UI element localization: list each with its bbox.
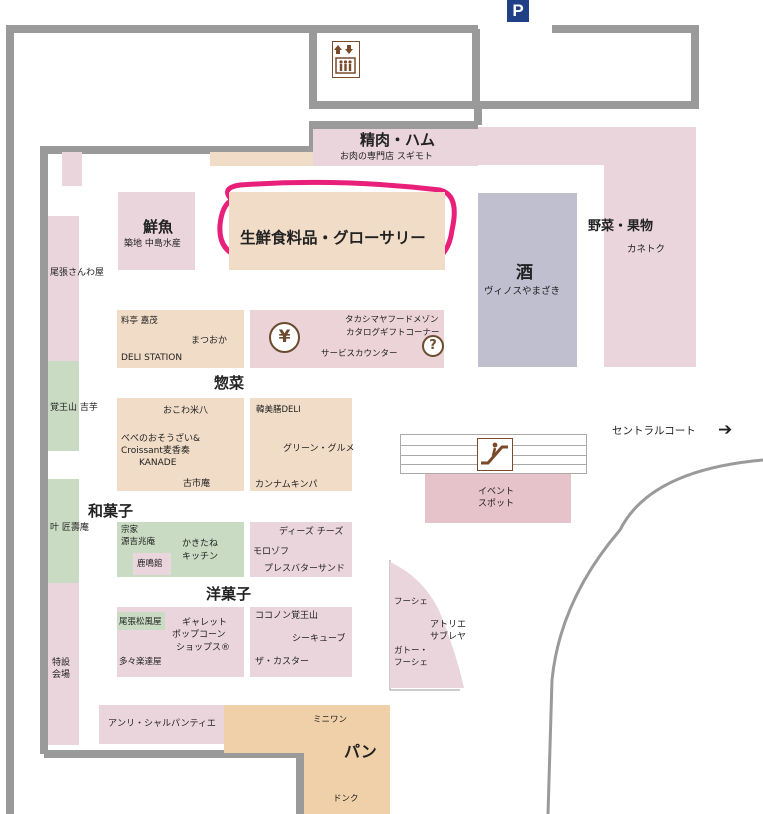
pan-line2: ドンク <box>333 794 359 804</box>
store-rokumeikan[interactable] <box>133 553 171 575</box>
yen-icon: ¥ <box>269 322 300 353</box>
atelier-line3: サブレヤ <box>430 632 467 642</box>
inner-wall-bottom <box>44 750 304 814</box>
owari-matsukaze-line1: 尾張松風屋 <box>119 617 162 627</box>
event-line1: イベント <box>478 487 515 497</box>
store-tokusetsu[interactable] <box>48 583 79 745</box>
store-kano[interactable] <box>48 479 79 583</box>
store-owari-sanwaya[interactable] <box>48 216 79 361</box>
right-curve-wall <box>546 458 763 814</box>
owari-matsukaze-line2: ギャレット <box>182 618 228 628</box>
owari-matsukaze-line3: ポップコーン <box>172 630 226 640</box>
help-icon: ? <box>422 335 444 357</box>
cheese-line2: モロゾフ <box>253 547 290 557</box>
okowa-line5: 古市庵 <box>183 479 211 489</box>
yasai-subtitle: カネトク <box>627 244 666 255</box>
atelier-line2: アトリエ <box>430 620 467 630</box>
atelier-line4: ガトー・ <box>394 646 429 656</box>
yogashi-title: 洋菓子 <box>206 585 252 603</box>
store-pan-bottom[interactable] <box>304 753 390 814</box>
korean-line2: グリーン・グルメ <box>283 444 355 454</box>
event-spot[interactable] <box>425 474 571 523</box>
okowa-line4: KANADE <box>139 458 177 468</box>
store-henri[interactable] <box>99 705 224 744</box>
sozai-title: 惣菜 <box>214 374 245 392</box>
central-label[interactable]: セントラルコート <box>612 425 696 437</box>
soke-line4: かきたね <box>182 539 219 549</box>
cocono-line2: シーキューブ <box>292 634 346 644</box>
soke-line1: 宗家 <box>121 525 139 535</box>
soke-line5: キッチン <box>182 552 219 562</box>
store-sengyo[interactable] <box>118 192 195 270</box>
okowa-line2: べべのおそうざい& <box>121 434 201 444</box>
tokusetsu-line2: 会場 <box>52 670 71 680</box>
store-atelier[interactable] <box>388 560 468 690</box>
grocery-title: 生鮮食料品・グローサリー <box>240 229 426 247</box>
store-cheese[interactable] <box>250 522 352 577</box>
owari-title: 尾張さんわ屋 <box>50 268 105 278</box>
store-okowa[interactable] <box>117 398 244 491</box>
sengyo-subtitle: 築地 中島水産 <box>124 239 181 249</box>
service-line3: サービスカウンター <box>321 349 398 359</box>
service-line2: カタログギフトコーナー <box>346 328 440 338</box>
cocono-line3: ザ・カスター <box>255 657 310 667</box>
deli-line2: まつおか <box>191 336 228 346</box>
okowa-line3: Croissant麦香奏 <box>121 446 190 456</box>
store-deli-station[interactable] <box>117 310 244 368</box>
store-top-left-b[interactable] <box>210 152 313 166</box>
elevator-wall <box>309 29 480 109</box>
store-korean[interactable] <box>250 398 352 491</box>
seiniku-subtitle: お肉の専門店 スギモト <box>340 152 433 162</box>
sake-title: 酒 <box>516 263 533 283</box>
escalator-icon <box>477 438 513 471</box>
atelier-line5: フーシェ <box>394 658 428 668</box>
okowa-line1: おこわ米八 <box>163 406 209 416</box>
seiniku-title: 精肉・ハム <box>360 131 436 149</box>
owari-matsukaze-line5: 多々楽達屋 <box>119 657 162 667</box>
cheese-line1: ディーズ チーズ <box>279 527 344 537</box>
store-grocery[interactable] <box>229 192 445 270</box>
sake-subtitle: ヴィノスやまざき <box>484 286 561 297</box>
elevator-glyph <box>334 45 356 74</box>
store-sake[interactable] <box>478 193 577 367</box>
outer-wall-top <box>6 25 478 814</box>
wagashi-title: 和菓子 <box>88 502 134 520</box>
atelier-line1: フーシェ <box>394 597 428 607</box>
soke-line2: 源吉兆庵 <box>121 537 156 547</box>
outer-wall-right-top <box>474 25 699 125</box>
store-owari-matsukaze-tag[interactable] <box>117 612 165 630</box>
store-seiniku[interactable] <box>313 129 478 166</box>
arrow-right-icon[interactable]: ➔ <box>718 420 733 440</box>
store-kakuozan[interactable] <box>48 361 79 451</box>
owari-matsukaze-line4: ショップス® <box>176 643 231 653</box>
soke-line3: 鹿鳴館 <box>137 559 163 569</box>
elevator-icon <box>332 41 360 78</box>
tokusetsu-line1: 特設 <box>52 658 71 668</box>
yasai-title: 野菜・果物 <box>588 219 654 234</box>
escalator-glyph <box>481 442 508 465</box>
cocono-line1: ココノン覚王山 <box>255 611 319 621</box>
korean-line1: 韓美膳DELI <box>256 405 301 415</box>
pan-line1: ミニワン <box>313 715 348 725</box>
store-top-left-a[interactable] <box>62 152 82 186</box>
parking-icon: P <box>507 0 529 22</box>
store-top-right[interactable] <box>478 127 696 165</box>
sengyo-title: 鮮魚 <box>143 218 174 236</box>
event-line2: スポット <box>478 499 515 509</box>
store-yasai[interactable] <box>604 165 696 367</box>
korean-line3: カンナムキンパ <box>255 480 318 490</box>
store-cocono[interactable] <box>250 607 352 677</box>
kakuozan-title: 覚王山 吉芋 <box>50 403 98 413</box>
service-line1: タカシマヤフードメゾン <box>345 315 439 325</box>
pan-title: パン <box>344 742 377 761</box>
kano-title: 叶 匠壽庵 <box>50 523 89 533</box>
store-pan-top[interactable] <box>224 705 390 753</box>
deli-line3: DELI STATION <box>121 353 183 363</box>
deli-line1: 料亭 嘉茂 <box>121 316 158 326</box>
henri-title: アンリ・シャルパンティエ <box>108 719 216 729</box>
cheese-line3: プレスバターサンド <box>264 564 345 574</box>
